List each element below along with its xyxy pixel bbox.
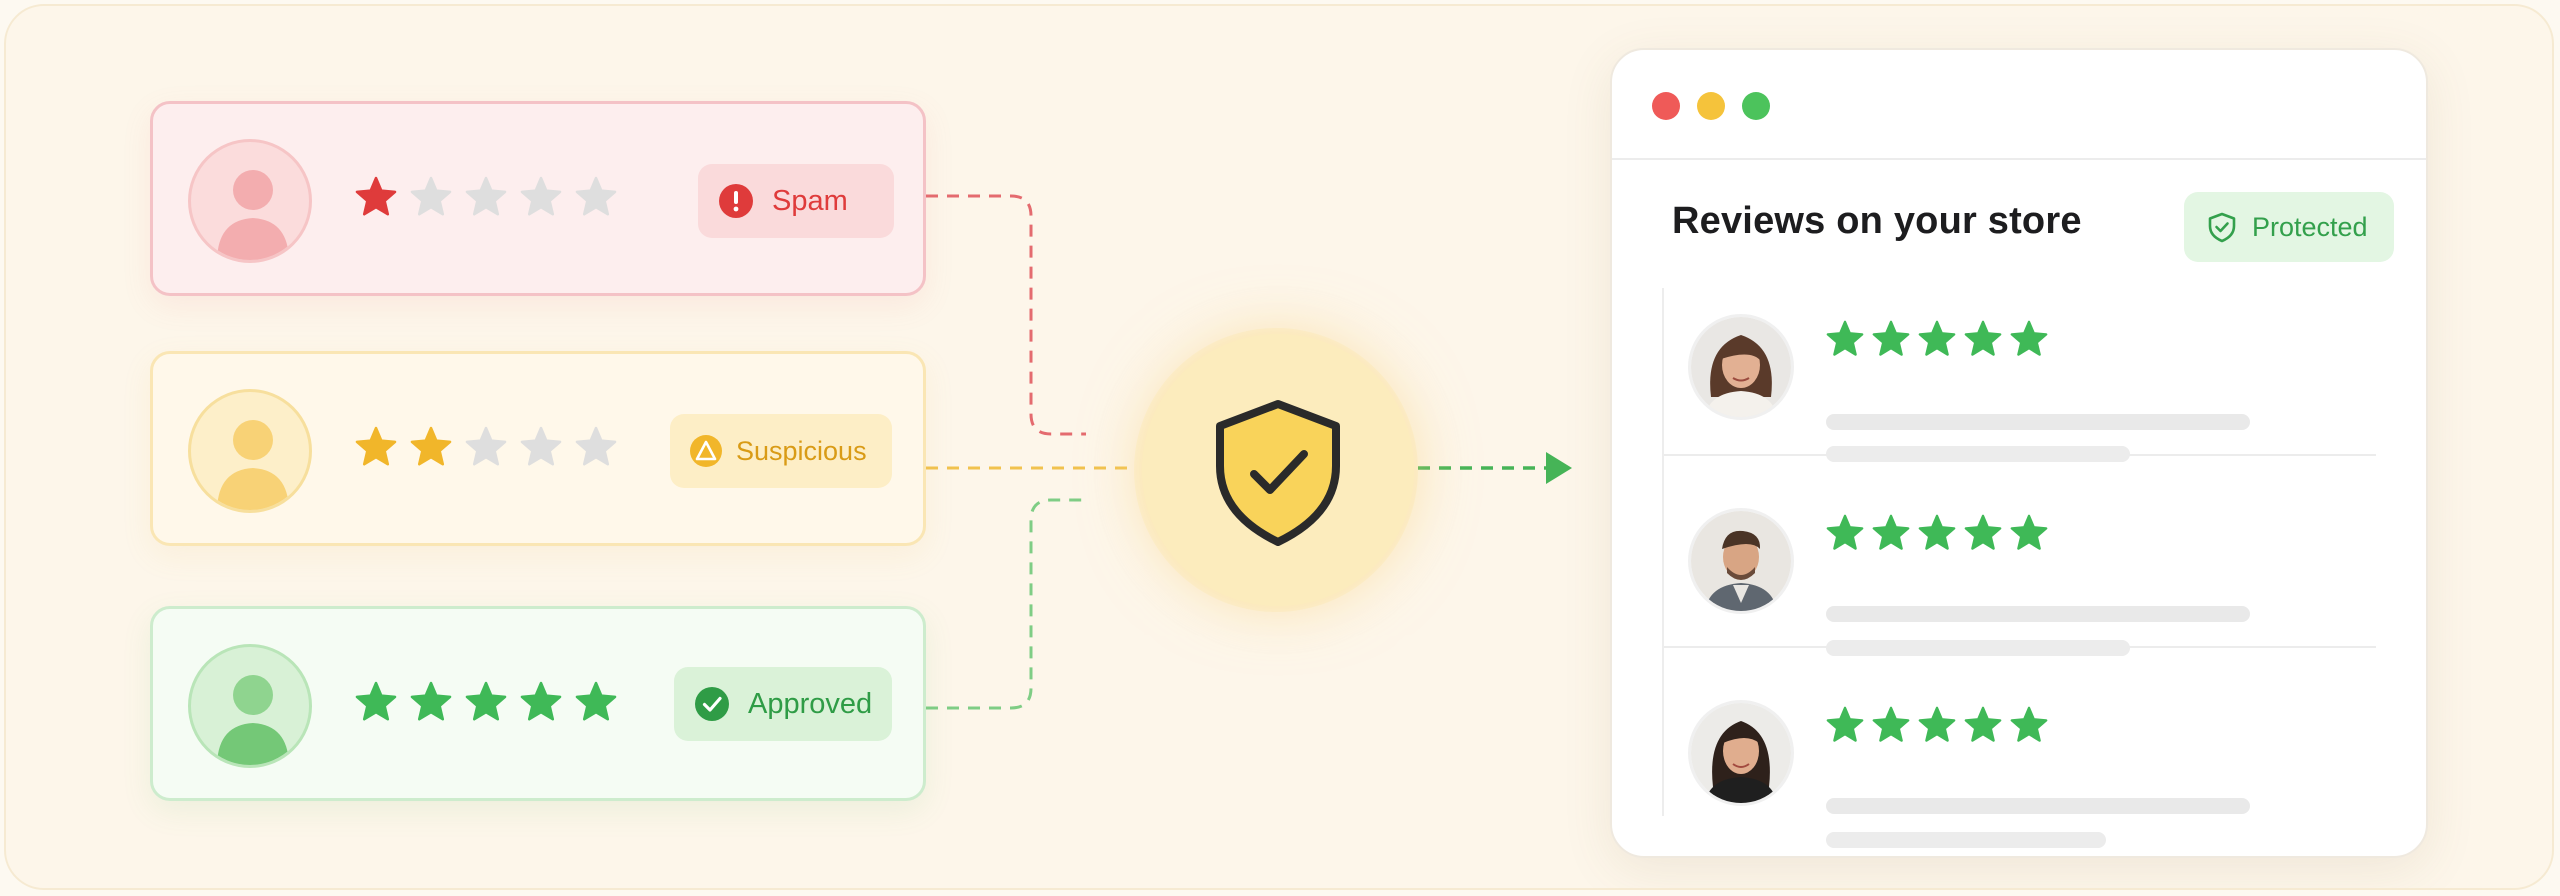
user-avatar-icon [188,139,312,263]
status-label: Approved [748,687,873,720]
window-minimize-dot[interactable] [1697,92,1725,120]
status-badge: Suspicious [670,414,892,488]
window-maximize-dot[interactable] [1742,92,1770,120]
star-filled-icon [1918,514,1956,550]
star-empty-icon [575,176,617,216]
review-card-spam: Spam [150,101,926,296]
star-filled-icon [1826,514,1864,550]
star-filled-icon [410,681,452,721]
protected-label: Protected [2252,211,2368,242]
warning-triangle-icon [690,435,722,467]
star-rating [1826,320,2048,360]
star-filled-icon [1872,706,1910,742]
star-filled-icon [2010,320,2048,356]
star-filled-icon [575,681,617,721]
star-filled-icon [520,681,562,721]
star-filled-icon [355,426,397,466]
star-filled-icon [355,176,397,216]
star-empty-icon [465,176,507,216]
star-filled-icon [1872,514,1910,550]
review-card-suspicious: Suspicious [150,351,926,546]
woman-avatar [1688,700,1794,806]
protection-hub [1142,334,1414,606]
star-empty-icon [410,176,452,216]
star-filled-icon [355,681,397,721]
star-filled-icon [465,681,507,721]
store-window: Reviews on your store Protected [1610,48,2428,858]
star-filled-icon [1918,706,1956,742]
star-empty-icon [520,426,562,466]
review-text-line [1826,798,2250,814]
star-empty-icon [465,426,507,466]
review-text-line [1826,414,2250,430]
diagram-canvas: Spam Suspicious Approved [4,4,2554,890]
user-avatar-icon [188,644,312,768]
status-badge: Spam [698,164,894,238]
review-text-line [1826,832,2106,848]
star-rating [355,426,625,476]
star-rating [355,176,625,226]
review-text-line [1826,606,2250,622]
review-divider [1664,646,2376,648]
store-review-item [1664,492,2376,682]
star-empty-icon [575,426,617,466]
star-filled-icon [1918,320,1956,356]
star-filled-icon [2010,514,2048,550]
star-rating [1826,706,2048,746]
star-rating [1826,514,2048,554]
shield-check-icon [1216,400,1340,546]
star-filled-icon [1964,514,2002,550]
store-review-item [1664,298,2376,488]
star-filled-icon [2010,706,2048,742]
user-avatar-icon [188,389,312,513]
star-filled-icon [1964,320,2002,356]
status-label: Suspicious [736,435,867,466]
star-filled-icon [1872,320,1910,356]
store-review-item [1664,684,2376,856]
review-card-approved: Approved [150,606,926,801]
star-filled-icon [410,426,452,466]
star-filled-icon [1826,320,1864,356]
star-filled-icon [1826,706,1864,742]
approved-connector [926,498,1086,710]
woman-avatar [1688,314,1794,420]
connector-lines [926,194,1572,710]
star-filled-icon [1964,706,2002,742]
status-label: Spam [772,184,848,217]
review-divider [1664,454,2376,456]
review-text-line [1826,640,2130,656]
shield-check-icon [2208,212,2236,243]
spam-connector [926,194,1086,436]
store-reviews-title: Reviews on your store [1672,200,2082,242]
star-rating [355,681,625,731]
exclamation-circle-icon [719,184,753,218]
status-badge: Approved [674,667,892,741]
list-rail [1662,288,1664,816]
window-close-dot[interactable] [1652,92,1680,120]
star-empty-icon [520,176,562,216]
man-avatar [1688,508,1794,614]
protected-badge: Protected [2184,192,2394,262]
output-arrowhead [1546,452,1572,484]
check-circle-icon [695,687,729,721]
titlebar-divider [1612,158,2426,160]
